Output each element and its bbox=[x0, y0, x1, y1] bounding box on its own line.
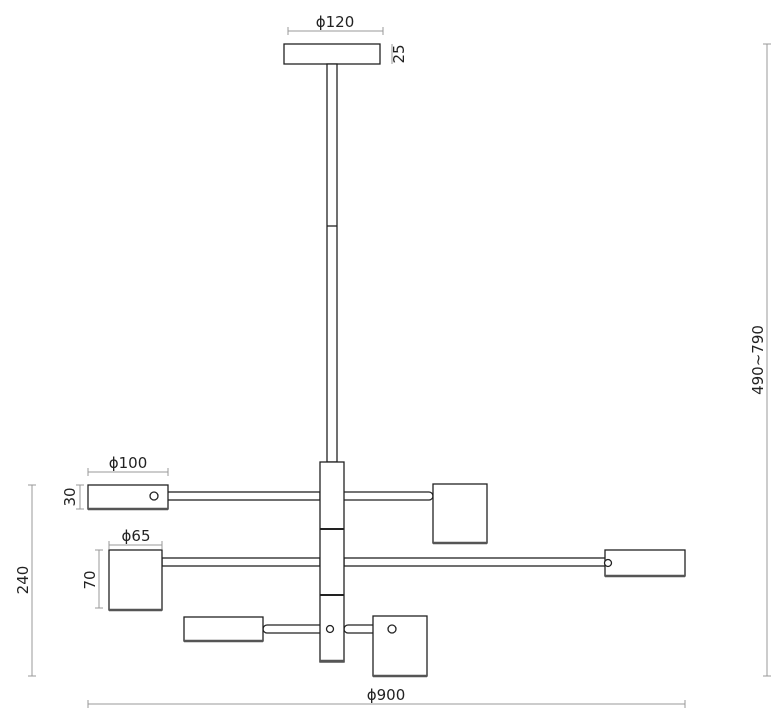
arm-top bbox=[151, 491, 434, 501]
shade-bottom-right bbox=[372, 615, 428, 678]
shade-top-left bbox=[87, 484, 169, 511]
shade-long-height-label: 30 bbox=[61, 487, 79, 506]
dimension-lines bbox=[28, 27, 771, 708]
canopy-height-label: 25 bbox=[390, 44, 408, 63]
shade-middle-left bbox=[108, 549, 163, 612]
shade-top-right bbox=[432, 483, 488, 545]
total-diameter-label: ϕ900 bbox=[367, 686, 406, 704]
shade-bottom-left bbox=[183, 616, 335, 643]
stem bbox=[326, 63, 338, 463]
canopy bbox=[283, 43, 381, 65]
shade-long-diameter-label: ϕ100 bbox=[109, 454, 148, 472]
shade-square-diameter-label: ϕ65 bbox=[122, 527, 151, 545]
arm-middle bbox=[161, 557, 607, 567]
shade-square-height-label: 70 bbox=[81, 570, 99, 589]
canopy-diameter-label: ϕ120 bbox=[316, 13, 355, 31]
total-height-label: 490~790 bbox=[749, 325, 767, 395]
fixture-height-label: 240 bbox=[14, 566, 32, 595]
shade-middle-right bbox=[603, 549, 686, 578]
